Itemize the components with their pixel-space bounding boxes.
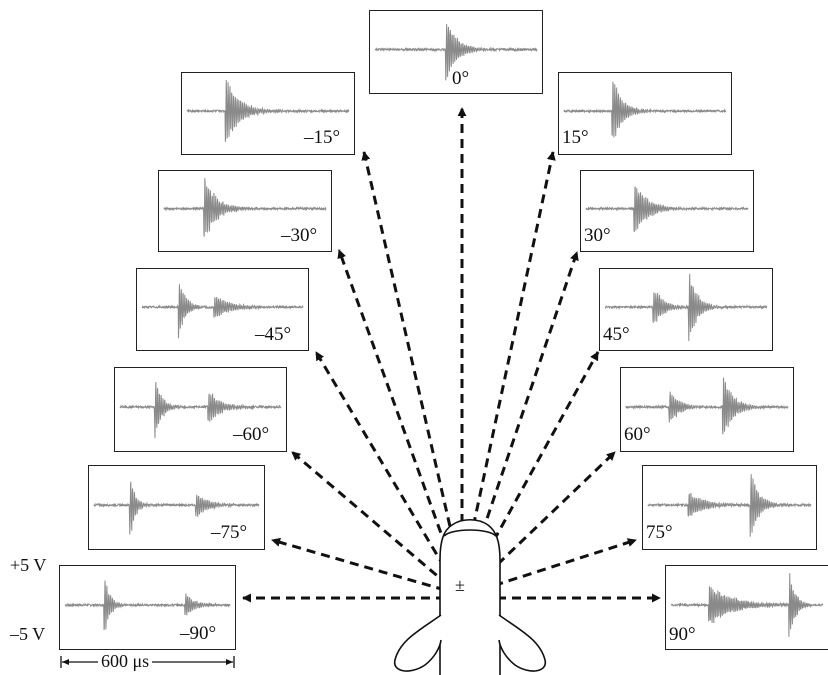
waveform-line xyxy=(374,24,538,81)
waveform-line xyxy=(625,377,789,435)
waveform-panel-minus-60: –60° xyxy=(114,367,287,452)
waveform-panel-minus-15: –15° xyxy=(181,72,355,155)
direction-arrow xyxy=(291,450,449,587)
waveform-panel-0: 0° xyxy=(369,10,543,94)
waveform-trace xyxy=(186,80,350,143)
angle-label: –60° xyxy=(233,424,270,445)
direction-arrow xyxy=(466,251,579,576)
angle-label: –75° xyxy=(211,522,248,543)
waveform-line xyxy=(93,481,260,535)
waveform-trace xyxy=(93,481,260,535)
angle-label: –45° xyxy=(255,324,292,345)
direction-arrow xyxy=(470,351,600,581)
angle-label: 30° xyxy=(584,225,611,246)
voltage-top-label: +5 V xyxy=(10,555,47,575)
angle-label: –90° xyxy=(180,623,217,644)
direction-arrow xyxy=(337,249,458,576)
time-scale-label: 600 μs xyxy=(98,652,153,670)
waveform-panel-minus-45: –45° xyxy=(136,268,309,351)
waveform-trace xyxy=(64,580,231,631)
direction-arrow xyxy=(271,537,446,592)
angle-label: 60° xyxy=(624,424,651,445)
voltage-bottom-label: –5 V xyxy=(10,624,46,644)
waveform-line xyxy=(64,580,231,631)
waveform-panel-60: 60° xyxy=(620,367,794,452)
waveform-trace xyxy=(374,24,538,81)
waveform-line xyxy=(647,474,812,537)
waveform-trace xyxy=(563,81,727,138)
direction-arrow xyxy=(479,538,637,592)
waveform-panel-30: 30° xyxy=(580,170,754,252)
angle-label: 15° xyxy=(562,127,589,148)
waveform-panel-75: 75° xyxy=(642,465,817,550)
waveform-line xyxy=(163,178,327,237)
waveform-panel-minus-90: –90° xyxy=(59,565,236,650)
angle-label: 90° xyxy=(669,624,696,645)
waveform-panel-90: 90° xyxy=(665,565,828,650)
waveform-trace xyxy=(585,186,749,233)
angle-label: –30° xyxy=(281,225,318,246)
direction-arrow xyxy=(462,151,556,571)
head-outline-icon xyxy=(394,518,546,675)
waveform-line xyxy=(141,284,304,339)
angle-label: –15° xyxy=(304,127,341,148)
waveform-trace xyxy=(670,573,824,637)
waveform-line xyxy=(670,573,824,637)
waveform-line xyxy=(585,186,749,233)
waveform-panel-15: 15° xyxy=(558,72,732,155)
waveform-panel-45: 45° xyxy=(599,268,773,351)
angle-label: 45° xyxy=(603,324,630,345)
waveform-line xyxy=(119,381,282,439)
waveform-line xyxy=(563,81,727,138)
waveform-panel-minus-30: –30° xyxy=(158,170,332,252)
center-symbol: ± xyxy=(455,575,465,595)
waveform-trace xyxy=(163,178,327,237)
angle-label: 0° xyxy=(452,68,470,89)
waveform-panel-minus-75: –75° xyxy=(88,465,265,550)
waveform-trace xyxy=(141,284,304,339)
waveform-trace xyxy=(119,381,282,439)
waveform-trace xyxy=(604,273,768,342)
angle-label: 75° xyxy=(646,522,673,543)
direction-arrow xyxy=(361,151,462,571)
waveform-line xyxy=(604,273,768,342)
waveform-trace xyxy=(625,377,789,435)
waveform-line xyxy=(186,80,350,143)
waveform-trace xyxy=(647,474,812,537)
